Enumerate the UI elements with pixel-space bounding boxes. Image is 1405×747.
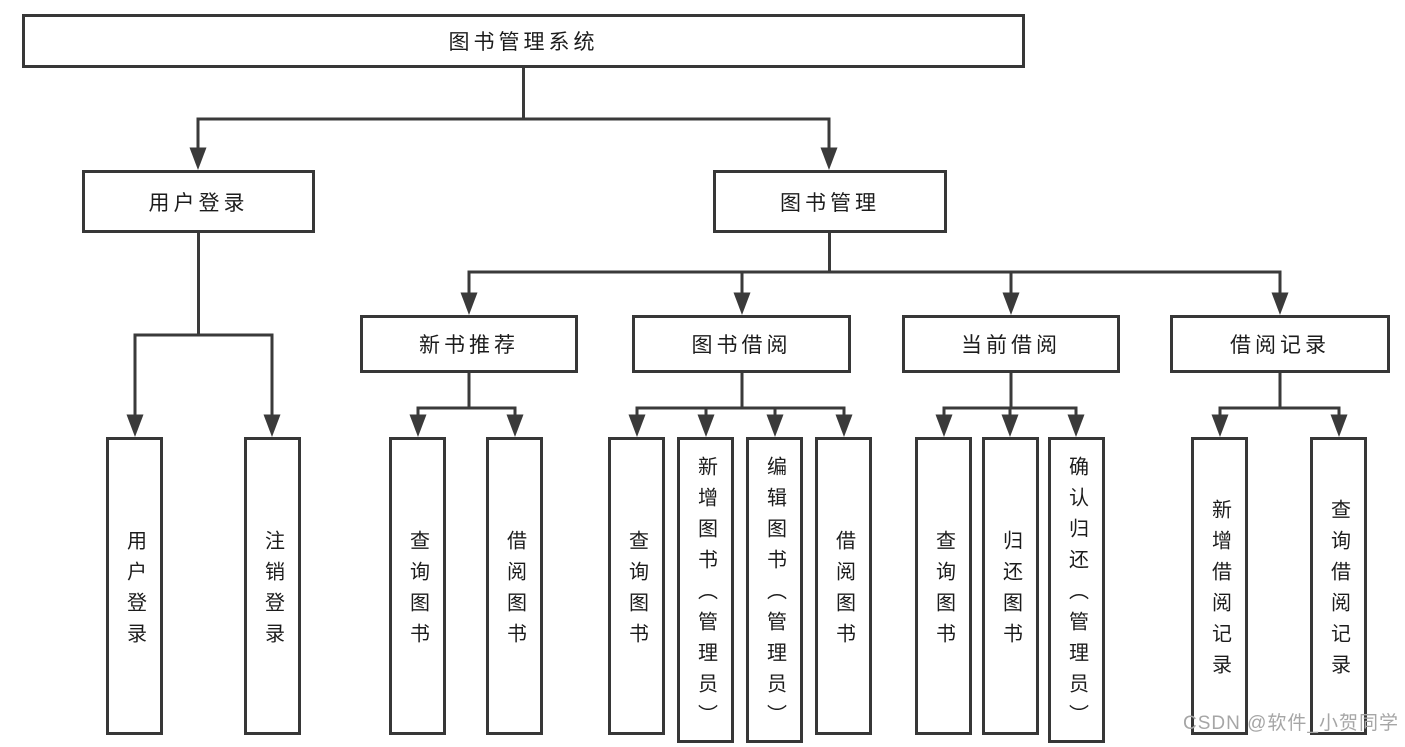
node-label: 编辑图书（管理员） [763, 456, 786, 735]
connector-line-group [133, 68, 1341, 416]
node-label: 图书借阅 [691, 334, 792, 357]
node-library-system: 图书管理系统 [22, 14, 1025, 68]
arrowhead-icon [460, 292, 478, 315]
connector-book-management [467, 233, 1282, 294]
node-label: 图书管理 [780, 191, 880, 215]
node-leaf-borrow-books-1: 借阅图书 [486, 437, 543, 735]
connector-new-book [416, 373, 517, 416]
arrowhead-icon [506, 414, 524, 437]
arrowhead-icon [1001, 414, 1019, 437]
arrowhead-icon [733, 292, 751, 315]
connector-user-login [133, 233, 274, 416]
arrowhead-icon [766, 414, 784, 437]
node-label: 借阅图书 [832, 529, 855, 654]
arrowhead-icon [1211, 414, 1229, 437]
node-user-login: 用户登录 [82, 170, 315, 233]
arrowhead-icon [189, 147, 207, 170]
node-label: 当前借阅 [961, 334, 1061, 357]
arrowhead-icon [263, 414, 281, 437]
node-label: 查询图书 [406, 529, 429, 654]
node-borrowing-records: 借阅记录 [1170, 315, 1390, 373]
node-label: 新书推荐 [419, 334, 519, 357]
node-new-book-recommendation: 新书推荐 [360, 315, 578, 373]
arrowhead-icon [1002, 292, 1020, 315]
node-book-borrowing: 图书借阅 [632, 315, 851, 373]
arrowhead-icon [409, 414, 427, 437]
node-leaf-query-books-2: 查询图书 [608, 437, 665, 735]
arrowhead-icon [820, 147, 838, 170]
node-label: 用户登录 [148, 191, 249, 215]
node-leaf-user-login: 用户登录 [106, 437, 163, 735]
node-label: 查询借阅记录 [1327, 498, 1350, 685]
arrowhead-icon [697, 414, 715, 437]
arrowhead-group [126, 147, 1348, 437]
node-current-borrowing: 当前借阅 [902, 315, 1120, 373]
node-label: 查询图书 [932, 529, 955, 654]
node-leaf-return-book: 归还图书 [982, 437, 1039, 735]
arrowhead-icon [126, 414, 144, 437]
node-leaf-query-borrow-record: 查询借阅记录 [1310, 437, 1367, 735]
connector-root [196, 68, 831, 150]
node-leaf-edit-book-admin: 编辑图书（管理员） [746, 437, 803, 743]
node-leaf-logout: 注销登录 [244, 437, 301, 735]
node-leaf-add-book-admin: 新增图书（管理员） [677, 437, 734, 743]
connector-book-borrowing [635, 373, 846, 416]
arrowhead-icon [835, 414, 853, 437]
arrowhead-icon [935, 414, 953, 437]
watermark: CSDN @软件_小贺同学 [1183, 713, 1399, 734]
arrowhead-icon [628, 414, 646, 437]
node-leaf-borrow-books-2: 借阅图书 [815, 437, 872, 735]
node-label: 用户登录 [123, 529, 146, 654]
node-label: 新增借阅记录 [1208, 498, 1231, 685]
node-label: 新增图书（管理员） [694, 456, 717, 735]
connector-current-borrowing [942, 373, 1078, 416]
node-leaf-query-books-3: 查询图书 [915, 437, 972, 735]
node-label: 确认归还（管理员） [1065, 456, 1088, 735]
arrowhead-icon [1067, 414, 1085, 437]
node-label: 归还图书 [999, 529, 1022, 654]
node-leaf-confirm-return-admin: 确认归还（管理员） [1048, 437, 1105, 743]
node-label: 注销登录 [261, 529, 284, 654]
node-label: 借阅记录 [1230, 334, 1330, 357]
node-leaf-add-borrow-record: 新增借阅记录 [1191, 437, 1248, 735]
node-leaf-query-books-1: 查询图书 [389, 437, 446, 735]
node-label: 图书管理系统 [448, 31, 599, 54]
node-label: 借阅图书 [503, 529, 526, 654]
connector-borrowing-records [1218, 373, 1341, 416]
node-label: 查询图书 [625, 529, 648, 654]
arrowhead-icon [1271, 292, 1289, 315]
node-book-management: 图书管理 [713, 170, 947, 233]
arrowhead-icon [1330, 414, 1348, 437]
